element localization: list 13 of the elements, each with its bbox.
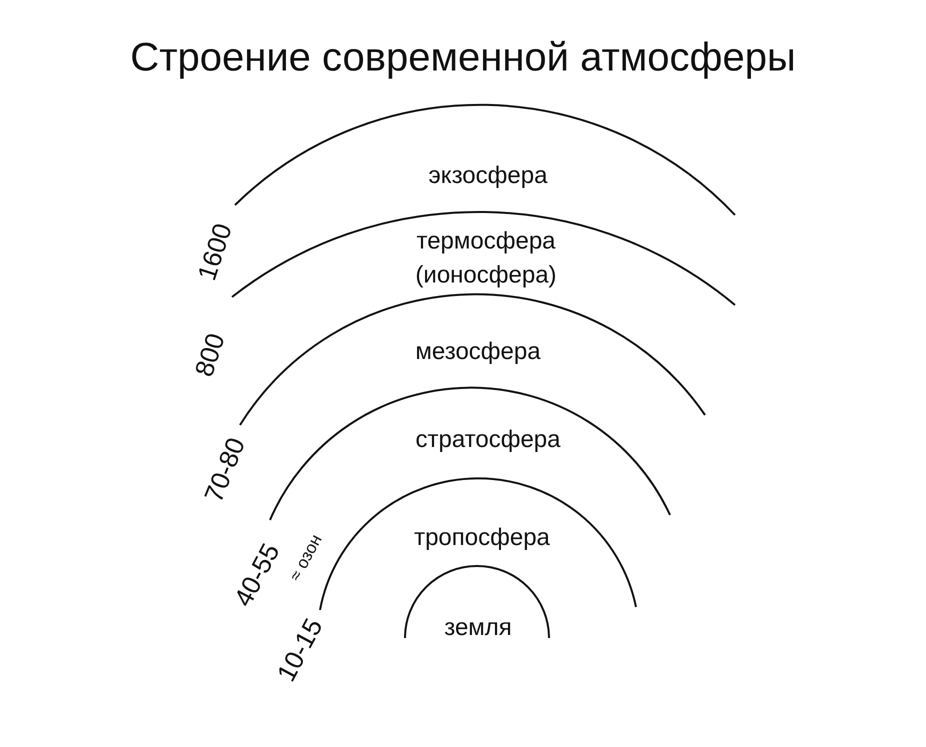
altitude-label: 10-15 — [270, 613, 330, 687]
layer-label: мезосфера — [415, 338, 541, 366]
altitude-label: 40-55 — [228, 538, 286, 612]
layer-label: термосфера (ионосфера) — [386, 224, 586, 292]
diagram-title: Строение современной атмосферы — [130, 36, 796, 80]
altitude-label: 1600 — [191, 220, 239, 284]
earth-label: земля — [444, 614, 512, 642]
layer-label: стратосфера — [415, 426, 561, 454]
altitude-label: 70-80 — [198, 433, 252, 507]
altitude-label: 800 — [188, 330, 232, 380]
layer-label: экзосфера — [428, 162, 548, 190]
ozone-note: ≈ озон — [286, 531, 326, 585]
layer-label: тропосфера — [414, 524, 550, 552]
